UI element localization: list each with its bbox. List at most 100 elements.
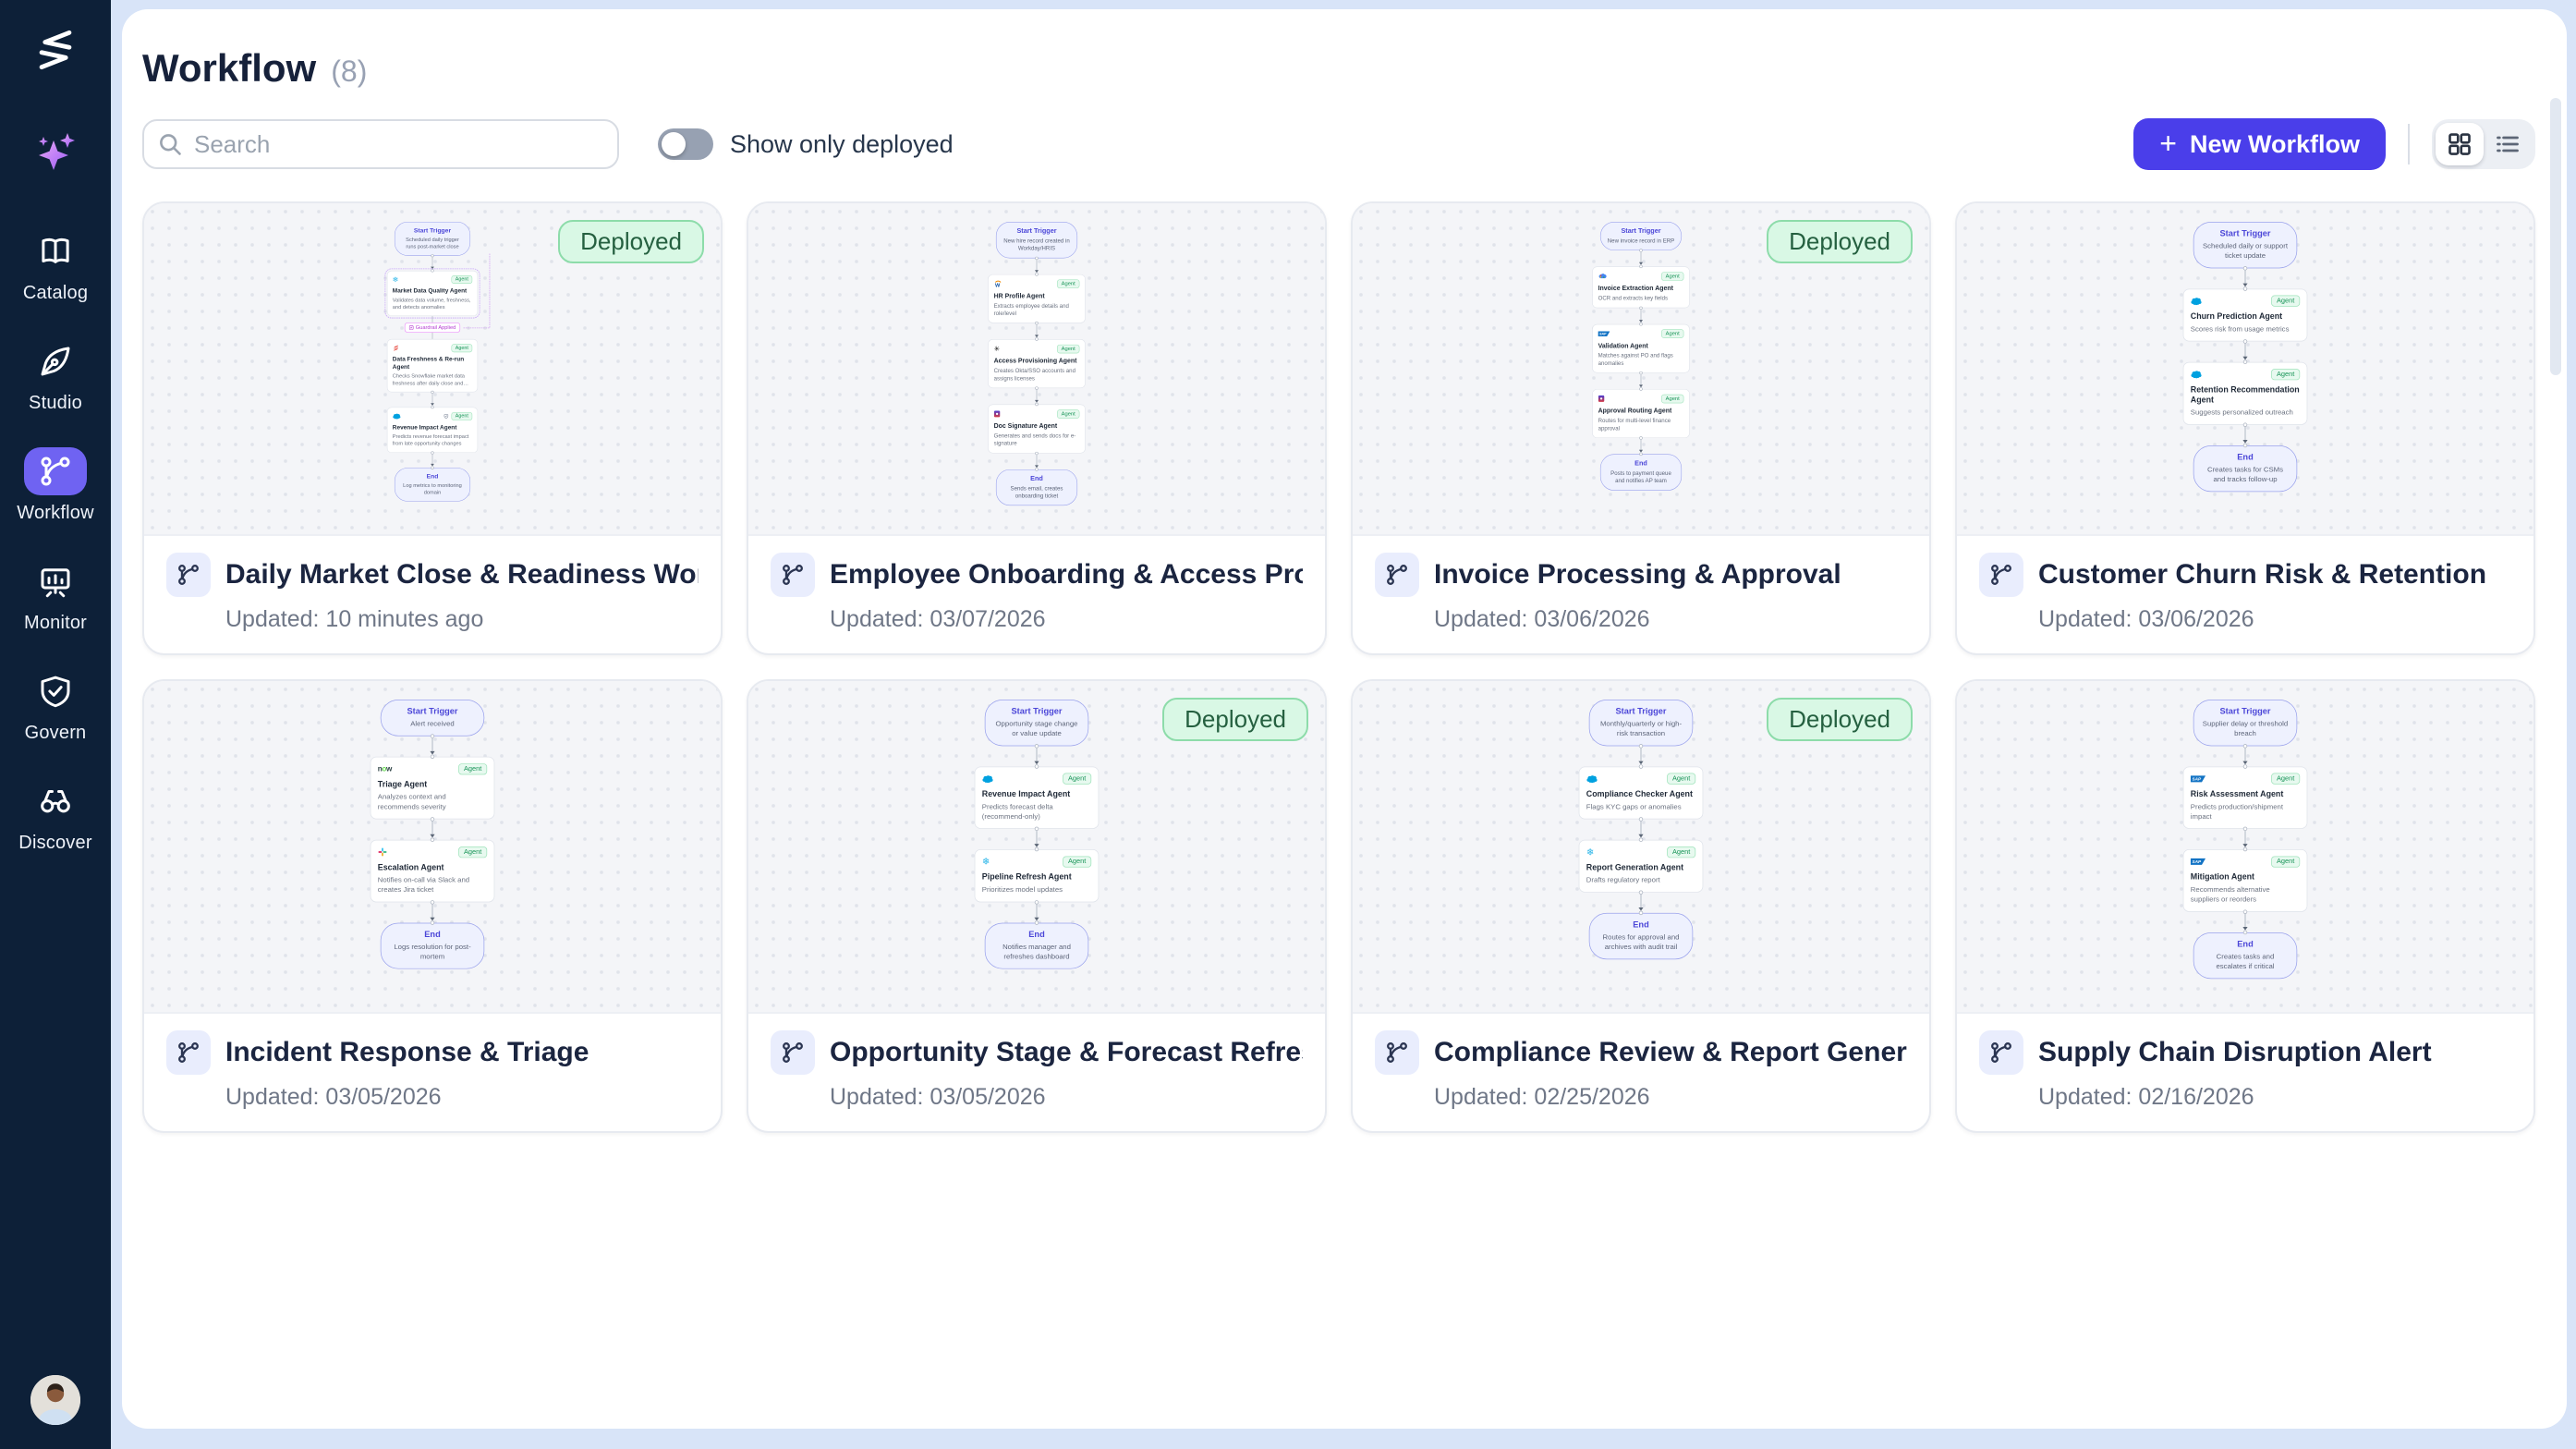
connector: [1034, 258, 1039, 274]
end-node[interactable]: EndCreates tasks for CSMs and tracks fol…: [2193, 445, 2297, 492]
workflow-preview[interactable]: Start TriggerAlert received nowAgentTriag…: [144, 681, 721, 1014]
agent-node[interactable]: SAPAgentMitigation AgentRecommends alter…: [2183, 849, 2308, 912]
end-node[interactable]: EndSends email, creates onboarding ticke…: [996, 469, 1077, 505]
start-trigger-node[interactable]: Start TriggerScheduled daily or support …: [2193, 222, 2297, 268]
workflow-card[interactable]: Deployed Start TriggerScheduled daily tr…: [142, 201, 723, 655]
agent-node[interactable]: AgentInvoice Extraction AgentOCR and ext…: [1592, 267, 1690, 309]
end-node[interactable]: EndLog metrics to monitoring domain: [395, 468, 470, 502]
workflow-card[interactable]: Deployed Start TriggerOpportunity stage …: [747, 679, 1327, 1133]
node-title: Start Trigger: [400, 226, 465, 234]
workflow-card[interactable]: Deployed Start TriggerMonthly/quarterly …: [1351, 679, 1931, 1133]
start-trigger-node[interactable]: Start TriggerOpportunity stage change or…: [985, 700, 1088, 746]
sidebar-item-label: Catalog: [23, 283, 88, 304]
list-view-button[interactable]: [2484, 123, 2532, 165]
show-deployed-toggle[interactable]: [658, 128, 713, 160]
card-footer: Employee Onboarding & Access Provisionin…: [748, 536, 1325, 653]
agent-node[interactable]: AgentChurn Prediction AgentScores risk f…: [2183, 288, 2308, 341]
workflow-preview[interactable]: Start TriggerSupplier delay or threshold…: [1957, 681, 2533, 1014]
connector-port: [2243, 423, 2247, 427]
connector-port: [1639, 307, 1642, 310]
agent-node[interactable]: AgentRevenue Impact AgentPredicts revenu…: [387, 408, 478, 453]
scrollbar-thumb[interactable]: [2550, 98, 2561, 375]
agent-badge: Agent: [1057, 279, 1079, 288]
node-title: End: [2201, 453, 2290, 463]
workflow-preview[interactable]: Start TriggerScheduled daily or support …: [1957, 203, 2533, 536]
agent-node[interactable]: ❄AgentMarket Data Quality AgentValidates…: [387, 271, 478, 316]
workflow-preview[interactable]: Deployed Start TriggerNew invoice record…: [1353, 203, 1929, 536]
connector-port: [431, 254, 433, 257]
end-node[interactable]: EndLogs resolution for post-mortem: [381, 923, 484, 969]
card-footer: Supply Chain Disruption Alert Updated: 0…: [1957, 1014, 2533, 1131]
connector-line: [2245, 914, 2246, 928]
sidebar-item-studio[interactable]: Studio: [24, 337, 87, 414]
agent-node[interactable]: nowAgentTriage AgentAnalyzes context and…: [371, 757, 495, 820]
agent-node[interactable]: AgentRevenue Impact AgentPredicts foreca…: [975, 766, 1100, 829]
agent-desc: Recommends alternative suppliers or reor…: [2191, 885, 2300, 905]
sidebar-item-workflow[interactable]: Workflow: [17, 447, 93, 524]
node-desc: Supplier delay or threshold breach: [2201, 719, 2290, 738]
grid-view-button[interactable]: [2436, 123, 2484, 165]
workflow-card[interactable]: Start TriggerAlert received nowAgentTriag…: [142, 679, 723, 1133]
start-trigger-node[interactable]: Start TriggerNew hire record created in …: [996, 222, 1077, 258]
end-node[interactable]: EndRoutes for approval and archives with…: [1589, 913, 1693, 959]
connector-port: [1035, 273, 1038, 275]
end-node[interactable]: EndPosts to payment queue and notifies A…: [1600, 454, 1682, 490]
connector-port: [1035, 744, 1039, 748]
app-logo[interactable]: [26, 20, 85, 79]
sidebar-item-catalog[interactable]: Catalog: [23, 227, 88, 304]
svg-text:SAP: SAP: [2193, 859, 2202, 864]
agent-desc: Checks Snowflake market data freshness a…: [393, 372, 472, 386]
workflow-updated: Updated: 03/05/2026: [830, 1084, 1303, 1111]
start-trigger-node[interactable]: Start TriggerMonthly/quarterly or high-r…: [1589, 700, 1693, 746]
workflow-preview[interactable]: Deployed Start TriggerMonthly/quarterly …: [1353, 681, 1929, 1014]
agent-name: Doc Signature Agent: [994, 422, 1080, 431]
start-trigger-node[interactable]: Start TriggerAlert received: [381, 700, 484, 737]
workflow-type-icon: [1979, 553, 2023, 597]
okta-icon: ✳: [994, 345, 1000, 353]
start-trigger-node[interactable]: Start TriggerSupplier delay or threshold…: [2193, 700, 2297, 746]
agent-node[interactable]: ✳AgentAccess Provisioning AgentCreates O…: [988, 339, 1086, 388]
agent-node[interactable]: ❄AgentReport Generation AgentDrafts regu…: [1579, 840, 1704, 893]
workflow-preview[interactable]: Deployed Start TriggerOpportunity stage …: [748, 681, 1325, 1014]
user-avatar[interactable]: [30, 1375, 80, 1425]
agent-node[interactable]: SAPAgentValidation AgentMatches against …: [1592, 324, 1690, 373]
workflow-card[interactable]: Start TriggerScheduled daily or support …: [1955, 201, 2535, 655]
agent-name: Access Provisioning Agent: [994, 357, 1080, 365]
toolbar-divider: [2408, 124, 2410, 164]
workflow-card[interactable]: Deployed Start TriggerNew invoice record…: [1351, 201, 1931, 655]
start-trigger-node[interactable]: Start TriggerNew invoice record in ERP: [1600, 222, 1682, 250]
agent-node[interactable]: AgentData Freshness & Re-run AgentChecks…: [387, 339, 478, 392]
agent-node[interactable]: SAPAgentRisk Assessment AgentPredicts pr…: [2183, 766, 2308, 829]
workflow-updated: Updated: 03/05/2026: [225, 1084, 699, 1111]
card-footer: Incident Response & Triage Updated: 03/0…: [144, 1014, 721, 1131]
workflow-updated: Updated: 03/06/2026: [2038, 606, 2511, 633]
sparkle-icon[interactable]: [28, 124, 83, 179]
sidebar-item-govern[interactable]: Govern: [24, 667, 87, 744]
agent-node[interactable]: AgentRetention Recommendation AgentSugge…: [2183, 362, 2308, 425]
agent-desc: Creates Okta/SSO accounts and assigns li…: [994, 367, 1080, 382]
agent-node[interactable]: WAgentHR Profile AgentExtracts employee …: [988, 274, 1086, 323]
workflow-preview[interactable]: Deployed Start TriggerScheduled daily tr…: [144, 203, 721, 536]
connector: [429, 902, 435, 922]
connector-port: [1035, 322, 1038, 324]
agent-node[interactable]: AgentApproval Routing AgentRoutes for mu…: [1592, 389, 1690, 438]
sidebar-item-monitor[interactable]: Monitor: [24, 557, 87, 634]
start-trigger-node[interactable]: Start TriggerScheduled daily trigger run…: [395, 222, 470, 256]
docsign-icon: [994, 410, 1001, 419]
workflow-card[interactable]: Start TriggerSupplier delay or threshold…: [1955, 679, 2535, 1133]
workflow-card[interactable]: Start TriggerNew hire record created in …: [747, 201, 1327, 655]
agent-node[interactable]: AgentCompliance Checker AgentFlags KYC g…: [1579, 766, 1704, 819]
sidebar-item-discover[interactable]: Discover: [18, 777, 91, 854]
search-input[interactable]: [142, 119, 619, 169]
agent-node[interactable]: AgentDoc Signature AgentGenerates and se…: [988, 405, 1086, 454]
end-node[interactable]: EndNotifies manager and refreshes dashbo…: [985, 923, 1088, 969]
workflow-updated: Updated: 02/16/2026: [2038, 1084, 2511, 1111]
workflow-preview[interactable]: Start TriggerNew hire record created in …: [748, 203, 1325, 536]
new-workflow-button[interactable]: + New Workflow: [2133, 118, 2386, 170]
deployed-badge: Deployed: [1767, 220, 1913, 263]
end-node[interactable]: EndCreates tasks and escalates if critic…: [2193, 932, 2297, 979]
connector: [429, 820, 435, 840]
agent-node[interactable]: AgentEscalation AgentNotifies on-call vi…: [371, 840, 495, 903]
agent-node[interactable]: ❄AgentPipeline Refresh AgentPrioritizes …: [975, 849, 1100, 902]
